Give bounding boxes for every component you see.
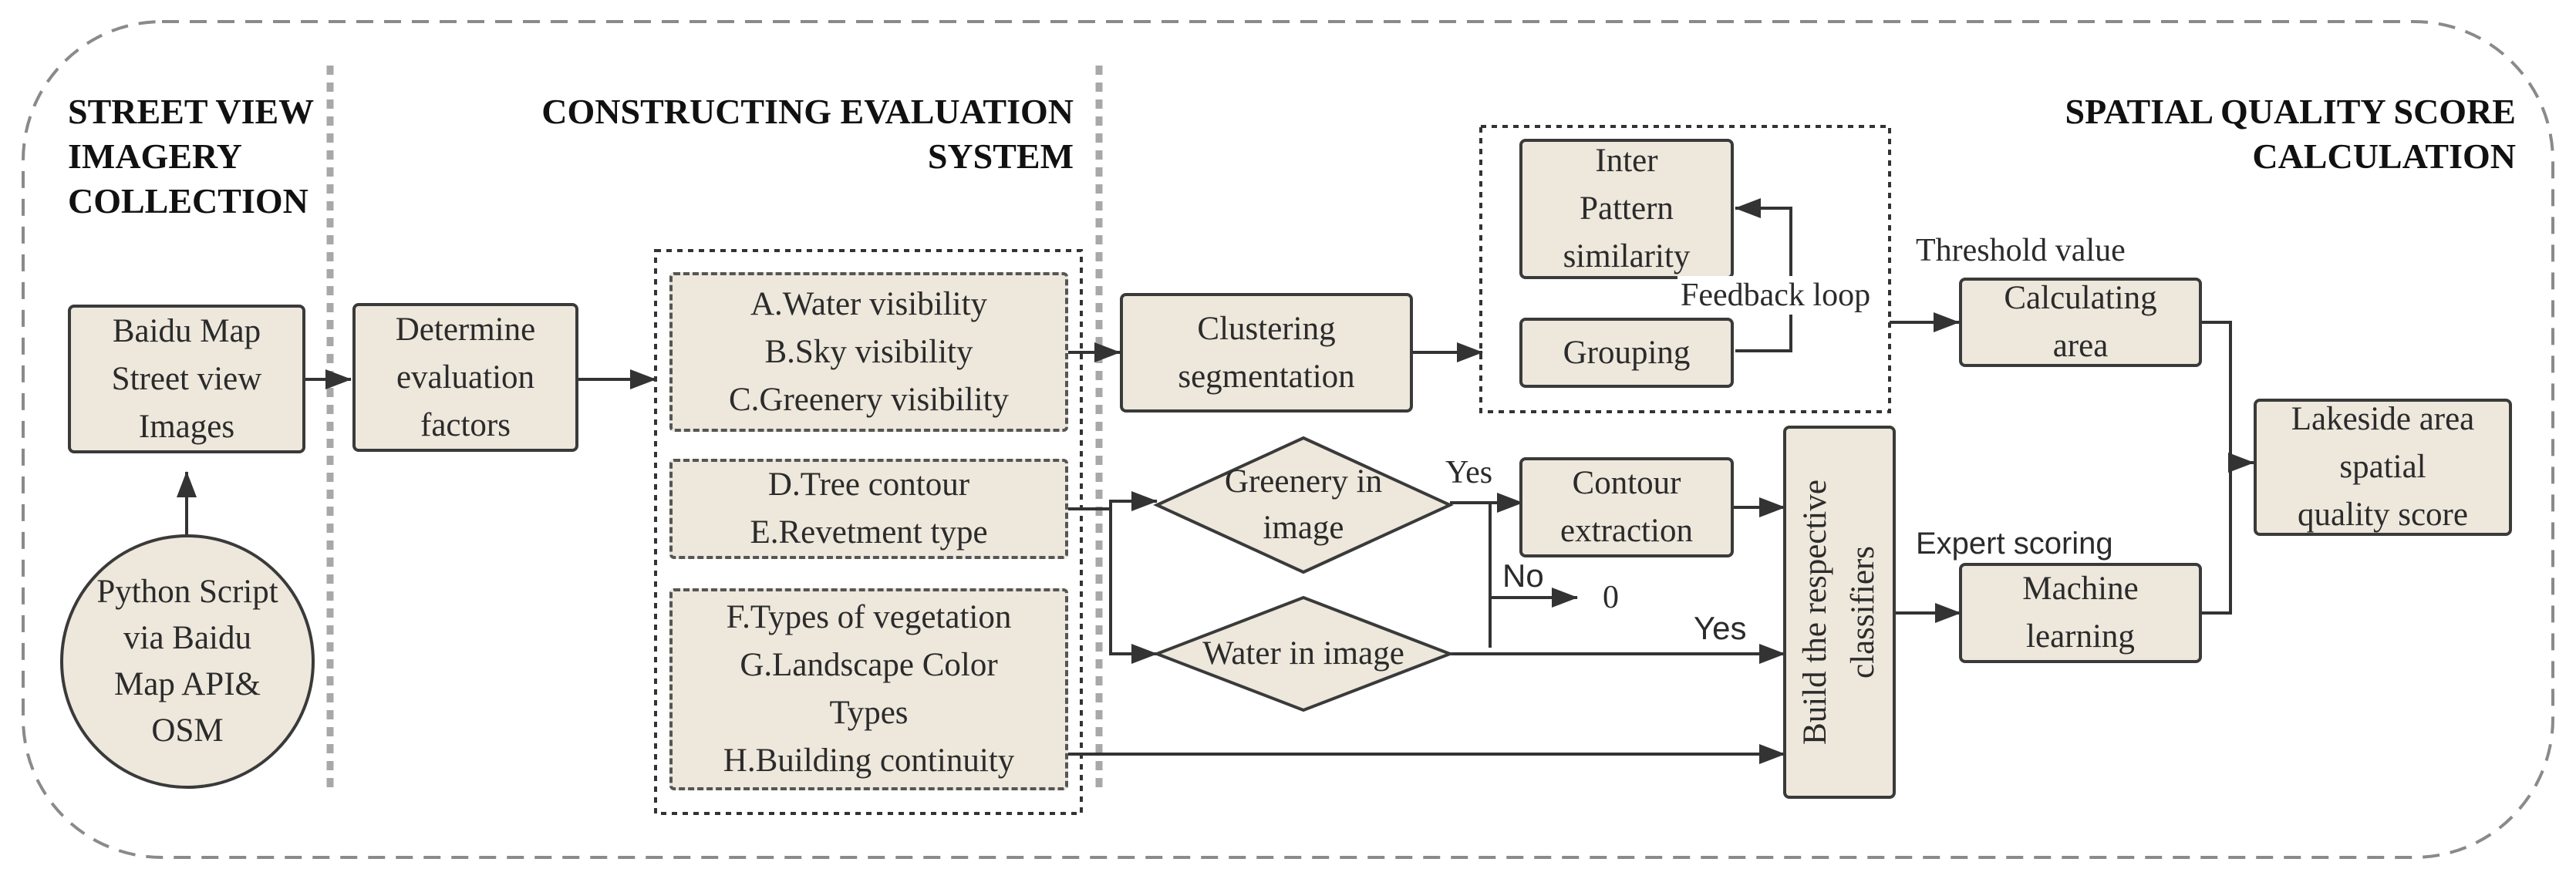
bracket-ml — [2202, 463, 2232, 615]
decision-text: Water in image — [1202, 635, 1404, 672]
determine-factors-node: Determine evaluation factors — [352, 303, 578, 452]
factor-text: F.Types of vegetation — [726, 599, 1012, 635]
water-decision-diamond — [1152, 595, 1455, 712]
heading-line: CALCULATION — [2252, 136, 2516, 176]
node-text: Machine — [2022, 571, 2139, 607]
heading-line: IMAGERY — [68, 136, 242, 176]
classifiers-node: Build the respective classifiers — [1783, 426, 1896, 799]
calculating-area-node: Calculating area — [1959, 278, 2202, 367]
bracket-calc-area — [2202, 321, 2254, 464]
node-text: segmentation — [1178, 358, 1355, 395]
factor-text: C.Greenery visibility — [728, 381, 1010, 418]
heading-line: STREET VIEW — [68, 92, 315, 131]
expert-scoring-label: Expert scoring — [1916, 527, 2113, 561]
inter-pattern-similarity-node: Inter Pattern similarity — [1519, 139, 1734, 279]
water-decision-text: Water in image — [1172, 631, 1435, 677]
node-text: extraction — [1560, 513, 1693, 549]
node-text: factors — [420, 406, 511, 443]
factor-text: B.Sky visibility — [764, 333, 973, 370]
no-label: No — [1502, 557, 1544, 594]
factor-text: H.Building continuity — [723, 743, 1015, 779]
node-text: Lakeside area — [2291, 401, 2475, 437]
decision-text: Greenery in — [1224, 463, 1383, 500]
clustering-segmentation-node: Clustering segmentation — [1120, 293, 1413, 413]
node-text: Inter — [1595, 143, 1658, 179]
section-heading-evaluation: CONSTRUCTING EVALUATION SYSTEM — [494, 89, 1074, 179]
baidu-street-view-node: Baidu Map Street view Images — [68, 305, 305, 453]
yes-label-water: Yes — [1694, 610, 1747, 646]
node-text: Street view — [111, 360, 262, 397]
arrow-group2-to-greenery — [1068, 491, 1158, 511]
node-text: Python Script — [96, 574, 278, 610]
node-text: similarity — [1563, 238, 1691, 274]
threshold-value-label: Threshold value — [1916, 233, 2126, 268]
node-text: learning — [2026, 618, 2135, 655]
node-text: OSM — [151, 712, 224, 749]
factor-group-landscape: F.Types of vegetation G.Landscape Color … — [669, 588, 1068, 790]
factor-text: E.Revetment type — [750, 514, 988, 551]
factor-text: D.Tree contour — [767, 466, 970, 503]
feedback-loop-label: Feedback loop — [1677, 276, 1874, 315]
zero-label: 0 — [1603, 580, 1619, 615]
machine-learning-node: Machine learning — [1959, 563, 2202, 663]
node-text: Map API& — [114, 666, 261, 702]
python-script-node: Python Script via Baidu Map API& OSM — [60, 534, 315, 789]
node-text: Calculating — [2004, 280, 2157, 316]
node-text: Clustering — [1197, 310, 1336, 347]
node-text: Baidu Map — [112, 312, 261, 349]
arrow-group2-to-water — [1109, 509, 1158, 664]
yes-label-greenery: Yes — [1445, 455, 1493, 490]
node-text: Contour — [1572, 465, 1681, 501]
heading-line: CONSTRUCTING EVALUATION — [541, 92, 1074, 131]
outer-frame — [22, 20, 2554, 859]
factor-text: Types — [829, 695, 909, 731]
decision-text: image — [1263, 510, 1344, 546]
node-text: Pattern — [1580, 190, 1674, 227]
factor-text: G.Landscape Color — [740, 647, 998, 683]
node-text: Determine — [395, 311, 536, 348]
node-text: via Baidu — [123, 620, 251, 656]
heading-line: SYSTEM — [927, 136, 1074, 176]
greenery-decision-diamond — [1153, 436, 1454, 574]
node-text: evaluation — [396, 359, 535, 396]
node-text: area — [2052, 328, 2109, 364]
factor-text: A.Water visibility — [750, 285, 988, 322]
node-text: Build the respective classifiers — [1797, 480, 1881, 745]
node-text: Grouping — [1563, 334, 1691, 371]
factor-group-visibility: A.Water visibility B.Sky visibility C.Gr… — [669, 272, 1068, 432]
factor-group-contour: D.Tree contour E.Revetment type — [669, 459, 1068, 559]
cluster-loop-frame — [1479, 125, 1891, 413]
grouping-node: Grouping — [1519, 318, 1734, 388]
heading-line: COLLECTION — [68, 181, 309, 221]
spatial-quality-score-node: Lakeside area spatial quality score — [2254, 399, 2512, 536]
node-text: quality score — [2298, 497, 2468, 533]
section-heading-score: SPATIAL QUALITY SCORE CALCULATION — [1959, 89, 2516, 179]
node-text: Images — [138, 408, 235, 445]
contour-extraction-node: Contour extraction — [1519, 457, 1734, 557]
heading-line: SPATIAL QUALITY SCORE — [2065, 92, 2516, 131]
node-text: spatial — [2339, 449, 2426, 485]
section-heading-collection: STREET VIEW IMAGERY COLLECTION — [68, 89, 346, 224]
factor-groups-frame — [654, 249, 1083, 815]
greenery-decision-text: Greenery in image — [1195, 459, 1411, 551]
